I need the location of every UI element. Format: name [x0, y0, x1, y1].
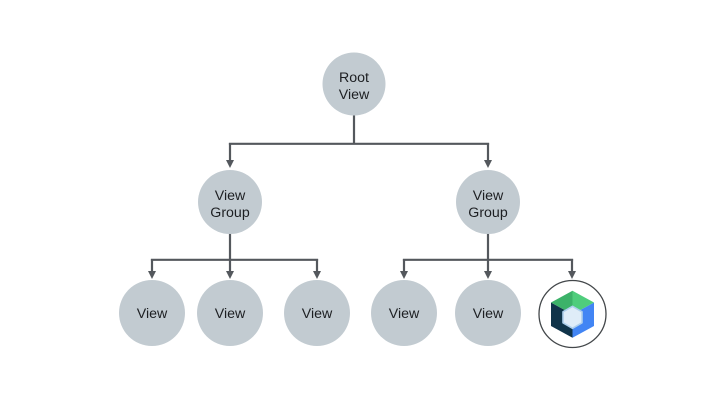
- node-label: Group: [210, 205, 250, 221]
- node-label: Root: [339, 70, 369, 86]
- compose-roof-left: [551, 290, 573, 315]
- node-label: View: [473, 306, 504, 322]
- jetpack-compose-icon: [551, 290, 594, 338]
- node-label: View: [215, 306, 246, 322]
- node-label: View: [137, 306, 168, 322]
- node-view-group-right: View Group: [456, 170, 520, 234]
- node-label: View: [215, 188, 246, 204]
- node-label: Group: [468, 205, 508, 221]
- node-circle: [197, 280, 263, 346]
- node-view-1: View: [119, 280, 185, 346]
- node-label: View: [302, 306, 333, 322]
- node-view-5: View: [455, 280, 521, 346]
- compose-roof-right: [572, 290, 594, 315]
- connectors: [148, 114, 576, 279]
- node-label: View: [339, 87, 370, 103]
- node-label: View: [389, 306, 420, 322]
- node-view-group-left: View Group: [198, 170, 262, 234]
- node-view-4: View: [371, 280, 437, 346]
- compose-center-hexagon: [562, 305, 583, 330]
- node-circle: [119, 280, 185, 346]
- node-circle: [198, 170, 262, 234]
- node-circle: [284, 280, 350, 346]
- node-circle: [322, 52, 386, 116]
- node-circle: [456, 170, 520, 234]
- node-root-view: Root View: [322, 52, 386, 116]
- node-label: View: [473, 188, 504, 204]
- node-circle: [455, 280, 521, 346]
- node-compose: [538, 279, 607, 349]
- node-view-2: View: [197, 280, 263, 346]
- node-circle: [371, 280, 437, 346]
- node-view-3: View: [284, 280, 350, 346]
